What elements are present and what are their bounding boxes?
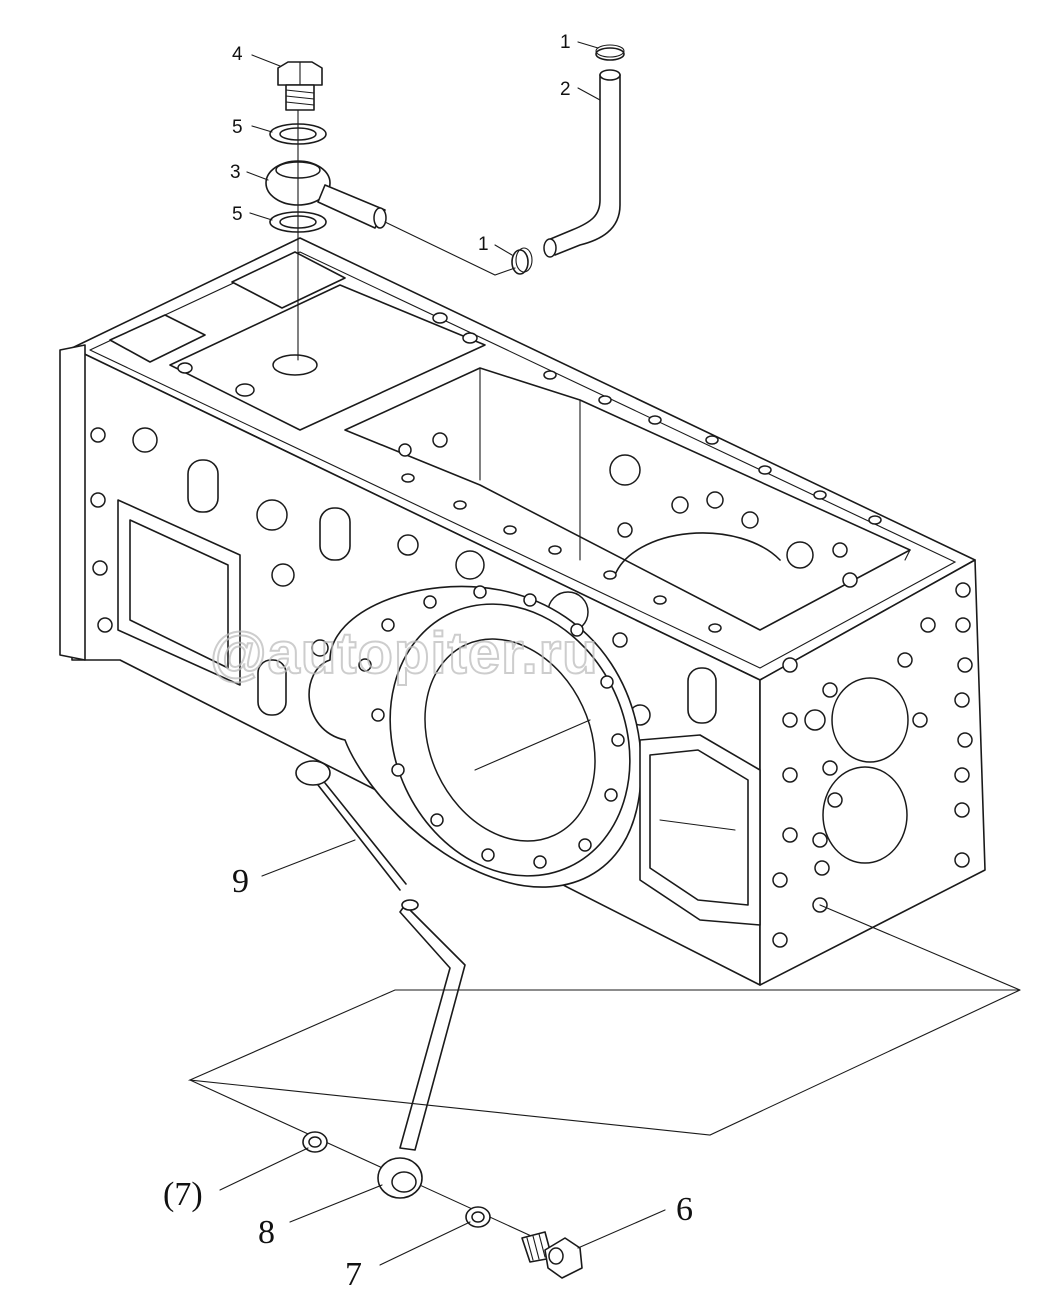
breather-tube-2: [543, 69, 621, 258]
callout-5-upper: 5: [232, 117, 243, 138]
top-pocket: [231, 251, 346, 309]
banjo-fitting-3: [265, 160, 387, 229]
cover-bolt: [235, 383, 255, 397]
main-bore-flange: [308, 585, 642, 888]
callout-8: 8: [258, 1214, 275, 1251]
right-port: [639, 734, 761, 926]
cover-bolt: [432, 312, 448, 324]
transmission-housing: [59, 237, 986, 986]
left-port-inner: [129, 519, 229, 669]
rim-bolt-holes: [401, 370, 882, 633]
callout-9: 9: [232, 863, 249, 900]
banjo-bolt-4: [277, 61, 323, 111]
washer-7-right: [465, 1206, 491, 1228]
callout-1-upper: 1: [560, 32, 571, 53]
top-pocket: [109, 314, 206, 363]
assembly-guide-2: [819, 904, 1021, 991]
callout-7-paren: (7): [163, 1176, 203, 1213]
banjo-union-8: [377, 1157, 423, 1199]
leader-lines: [219, 41, 666, 1266]
watermark-text: @autopiter.ru: [210, 621, 599, 686]
callout-6: 6: [676, 1191, 693, 1228]
boss: [257, 659, 287, 716]
hose-clamp-1-upper: [595, 44, 625, 61]
assembly-guide: [187, 989, 1021, 1136]
washer-7-left: [302, 1131, 328, 1153]
boss: [319, 507, 351, 561]
callout-5-lower: 5: [232, 204, 243, 225]
callout-3: 3: [230, 162, 241, 183]
cover-bolt: [177, 362, 193, 374]
boss: [187, 459, 219, 513]
housing-left-flange: [59, 344, 86, 661]
hose-clamp-1-lower: [511, 247, 533, 275]
cavity-holes: [398, 432, 858, 588]
callout-1-lower: 1: [478, 234, 489, 255]
callout-2: 2: [560, 79, 571, 100]
callout-7: 7: [345, 1256, 362, 1293]
callout-4: 4: [232, 44, 243, 65]
banjo-bolt-6: [521, 1231, 583, 1279]
dipstick-9: [295, 760, 466, 1151]
top-rim-line: [89, 251, 957, 669]
cover-bolt: [462, 332, 478, 344]
boss: [687, 667, 717, 724]
assembly-line: [384, 221, 516, 276]
cover-port: [272, 354, 318, 376]
cavity-edges: [479, 367, 911, 561]
cavity-bore: [614, 532, 781, 576]
